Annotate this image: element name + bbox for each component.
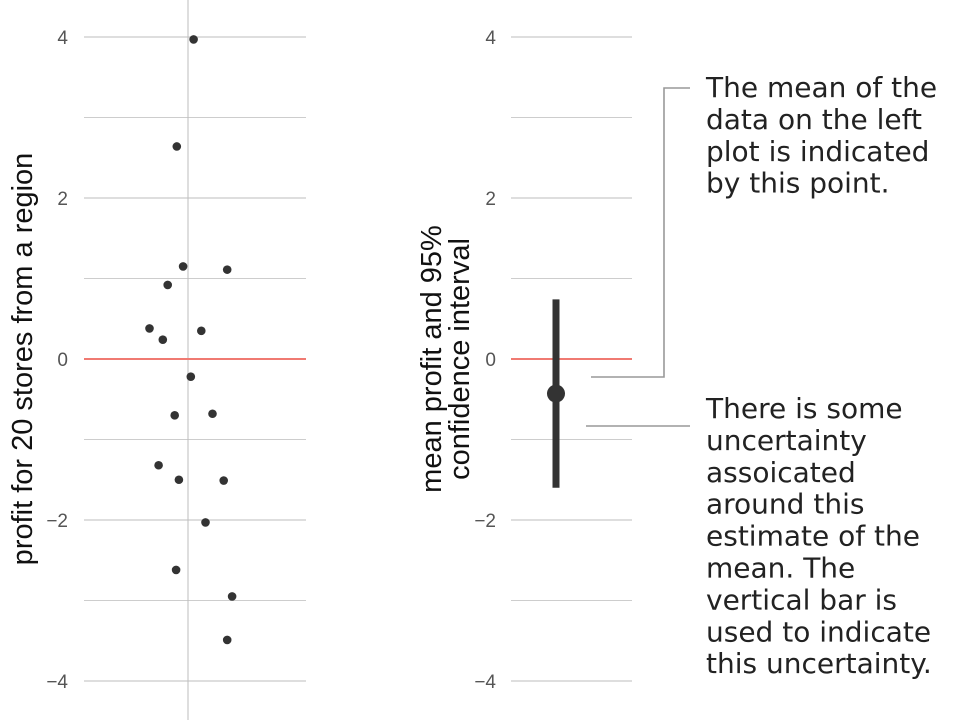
annotation-line: this uncertainty. — [706, 647, 932, 680]
data-point — [222, 635, 232, 645]
data-point — [174, 475, 184, 485]
y-tick-label: 2 — [485, 189, 496, 210]
y-tick-label: −2 — [46, 511, 68, 532]
mean-point — [547, 384, 565, 403]
data-point — [208, 409, 217, 419]
data-point — [186, 372, 196, 382]
annotation-line: vertical bar is — [706, 583, 897, 616]
y-axis-label-group: mean profit and 95%confidence interval — [416, 225, 476, 493]
y-axis-label-group: profit for 20 stores from a region — [7, 153, 39, 566]
data-point — [227, 592, 237, 601]
data-point — [201, 518, 210, 527]
y-axis-label: profit for 20 stores from a region — [7, 153, 39, 566]
y-tick-label: 0 — [485, 350, 496, 371]
data-point — [172, 142, 182, 151]
annotation-line: estimate of the — [706, 520, 920, 553]
data-point — [197, 326, 206, 336]
data-point — [163, 280, 172, 290]
y-tick-label: −2 — [474, 511, 496, 532]
annotation-line: assoicated — [706, 456, 856, 489]
y-tick-label: 4 — [57, 28, 68, 49]
data-point — [154, 460, 163, 470]
data-point — [170, 411, 179, 420]
annotation-line: There is some — [705, 392, 903, 425]
data-point — [219, 476, 228, 485]
data-point — [145, 324, 154, 333]
y-tick-label: −4 — [46, 672, 68, 693]
annotation-line: The mean of the — [705, 71, 937, 104]
annotation-line: data on the left — [706, 103, 922, 136]
data-point — [178, 262, 188, 271]
data-point — [171, 565, 181, 575]
y-tick-label: 0 — [57, 350, 68, 371]
data-point — [189, 35, 198, 44]
data-point — [222, 265, 232, 274]
y-tick-label: 2 — [57, 189, 68, 210]
data-point — [158, 335, 168, 344]
y-axis-label-line-2: confidence interval — [444, 238, 476, 480]
y-tick-label: −4 — [474, 672, 496, 693]
annotation-line: plot is indicated — [706, 135, 929, 168]
annotation-line: around this — [706, 488, 864, 521]
annotation-connector-1 — [591, 87, 690, 378]
annotation-line: by this point. — [706, 167, 890, 200]
y-tick-label: 4 — [485, 28, 496, 49]
left-plot: 4 2 0 −2 −4 profit for 20 stores from a regio… — [7, 0, 306, 720]
annotation-line: uncertainty — [706, 424, 867, 457]
annotation-line: mean. The — [706, 552, 855, 585]
right-plot: 4 2 0 −2 −4 mean profit and 95%confidence int… — [416, 28, 632, 693]
annotation-line: used to indicate — [706, 615, 931, 648]
y-axis-label-line-1: mean profit and 95% — [416, 225, 448, 493]
